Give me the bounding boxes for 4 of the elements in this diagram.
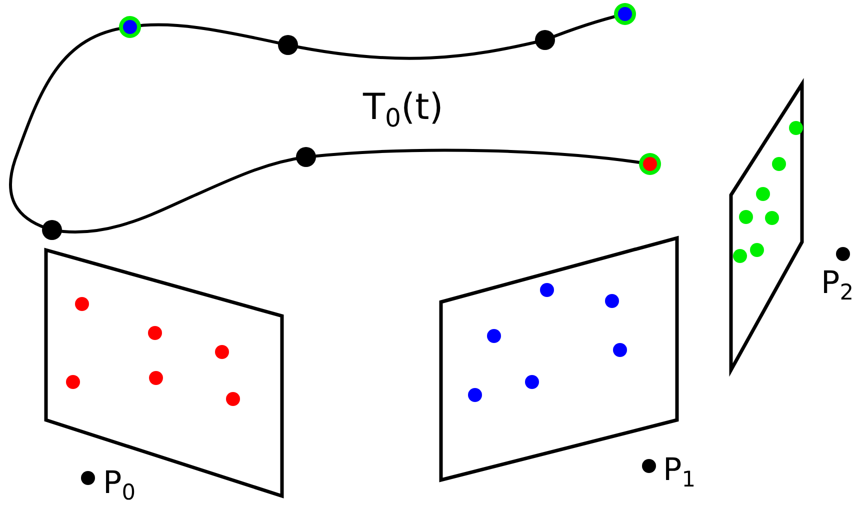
curve-label: T$_{0}$(t): [363, 90, 444, 131]
camera-label: P$_{0}$: [103, 468, 136, 504]
camera-label: P$_{2}$: [821, 268, 854, 304]
camera-label: P$_{1}$: [663, 455, 696, 492]
